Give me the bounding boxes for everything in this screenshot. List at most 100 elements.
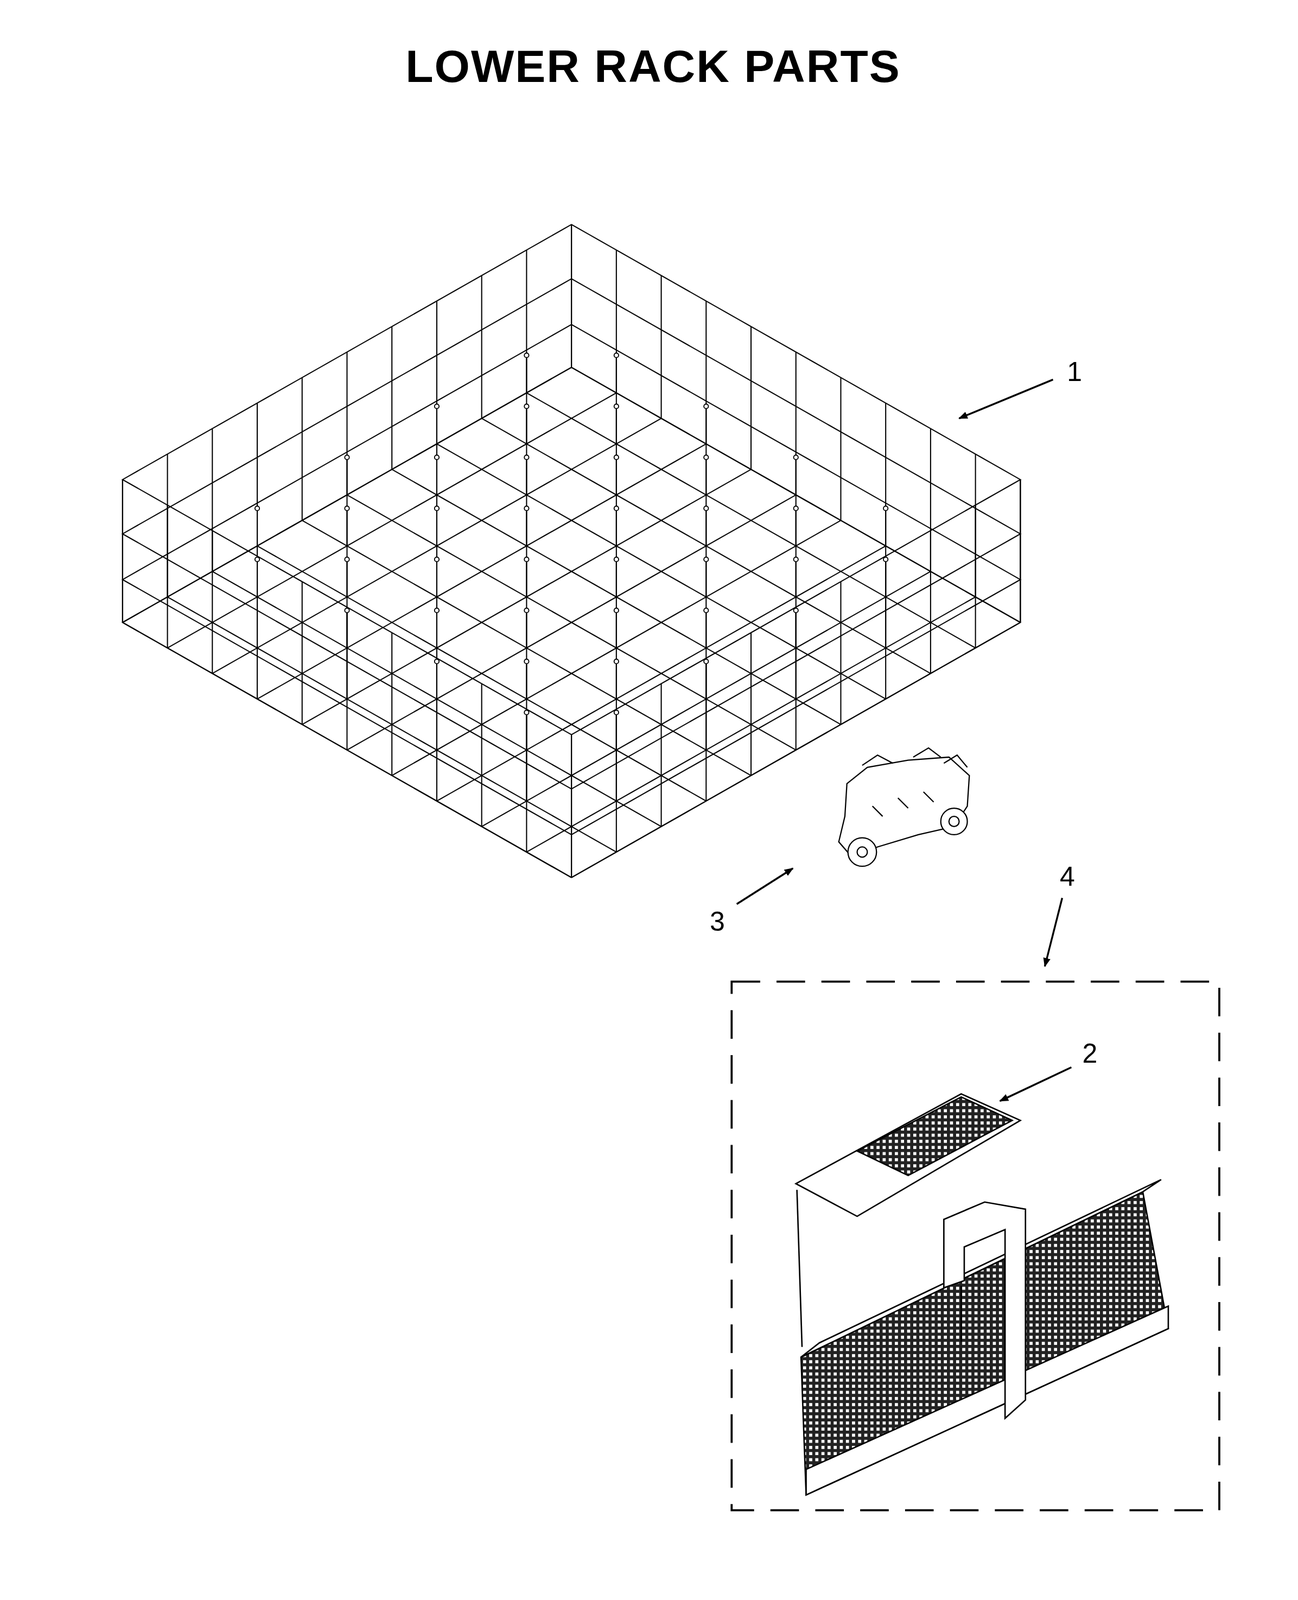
tine-tip xyxy=(703,455,709,460)
rack-wire xyxy=(257,443,706,699)
tine-tip xyxy=(344,557,349,562)
kit-boundary xyxy=(731,981,1220,1511)
rack-wire xyxy=(570,734,572,878)
rack-wire xyxy=(930,530,932,674)
tine-tip xyxy=(703,608,709,613)
tine-tip xyxy=(344,506,349,511)
basket-lid xyxy=(796,1093,1021,1347)
rack-wire xyxy=(885,508,887,597)
rack-wire xyxy=(750,632,752,776)
callout-number: 1 xyxy=(1064,357,1085,387)
rack-wire xyxy=(122,479,124,623)
rack-wire xyxy=(122,367,572,623)
leader-lines xyxy=(736,379,1072,1101)
rack-wire xyxy=(526,392,976,648)
rack-wire xyxy=(975,505,977,648)
rack-clip xyxy=(838,747,970,867)
rack-wire xyxy=(660,275,663,419)
silverware-basket xyxy=(800,1179,1169,1495)
callout-number: 2 xyxy=(1079,1038,1100,1068)
tine-tip xyxy=(434,404,439,409)
rack-wire xyxy=(301,377,303,521)
rack-wire xyxy=(436,406,438,495)
clip-wheel xyxy=(940,807,968,835)
rack-wire xyxy=(840,581,842,725)
rack-wire xyxy=(346,457,348,546)
rack-wire xyxy=(122,367,1021,878)
lid-grid xyxy=(857,1096,1013,1176)
clip-wheel-hub xyxy=(949,816,960,827)
tine-tip xyxy=(524,608,529,613)
page-title: LOWER RACK PARTS xyxy=(405,43,901,89)
rack-wire xyxy=(167,505,169,648)
leader-arrow xyxy=(1000,1067,1072,1102)
basket-handle xyxy=(943,1201,1026,1419)
rack-wire xyxy=(750,326,752,470)
rack-wire xyxy=(571,367,1021,623)
tine-tip xyxy=(614,455,619,460)
rack-wire xyxy=(481,683,483,827)
tine-tip xyxy=(703,557,709,562)
leader-arrow xyxy=(959,379,1054,418)
rack-wire xyxy=(1019,479,1021,623)
tine-tip xyxy=(703,659,709,664)
tine-tip xyxy=(434,455,439,460)
lid-frame xyxy=(796,1093,1021,1217)
rack-wire xyxy=(570,224,572,368)
tine-tip xyxy=(434,557,439,562)
rack-wire xyxy=(212,418,661,674)
rack-wire xyxy=(211,530,213,674)
rack-wire xyxy=(346,494,796,750)
tine-tip xyxy=(614,608,619,613)
tine-tip xyxy=(524,506,529,511)
rack-wire xyxy=(391,326,393,470)
tine-tip xyxy=(524,557,529,562)
rack-wire xyxy=(840,377,842,521)
rack-wire xyxy=(436,443,886,699)
rack-wire xyxy=(256,508,258,597)
tine-tip xyxy=(524,455,529,460)
rack-wire xyxy=(525,355,527,444)
rack-wire xyxy=(346,494,796,750)
rack-wire xyxy=(391,469,841,725)
tine-tip xyxy=(793,455,799,460)
tine-tip xyxy=(614,557,619,562)
basket-divider xyxy=(960,1285,963,1342)
leader-arrow xyxy=(1044,897,1062,966)
tine-tip xyxy=(793,557,799,562)
rack-wire xyxy=(570,224,572,368)
rack-wire xyxy=(481,418,931,674)
basket-base xyxy=(806,1306,1169,1495)
rack-wire xyxy=(660,683,663,827)
lid-guide-line xyxy=(797,1189,803,1347)
clip-slots xyxy=(872,791,934,817)
rack-wire xyxy=(391,632,393,776)
tine-tip xyxy=(524,353,529,358)
rack-wire xyxy=(570,734,572,878)
tine-tip xyxy=(614,404,619,409)
tine-tip xyxy=(434,659,439,664)
tine-tip xyxy=(703,506,709,511)
tine-tip xyxy=(344,455,349,460)
clip-wheel xyxy=(848,837,877,867)
tine-tip xyxy=(703,404,709,409)
rack-wire xyxy=(615,355,617,444)
tine-tip xyxy=(434,608,439,613)
tine-tip xyxy=(344,608,349,613)
tine-tip xyxy=(614,710,619,715)
tine-tip xyxy=(524,710,529,715)
tine-tip xyxy=(614,659,619,664)
tine-tip xyxy=(793,608,799,613)
rack-wire xyxy=(705,406,707,495)
tine-tip xyxy=(434,506,439,511)
tine-tip xyxy=(524,404,529,409)
rack-wire xyxy=(302,469,752,725)
callout-number: 3 xyxy=(707,906,728,937)
rack-wire xyxy=(481,275,483,419)
tine-tip xyxy=(255,557,260,562)
rack-wire xyxy=(301,581,303,725)
clip-tabs xyxy=(862,747,968,768)
rack-wire xyxy=(795,457,797,546)
